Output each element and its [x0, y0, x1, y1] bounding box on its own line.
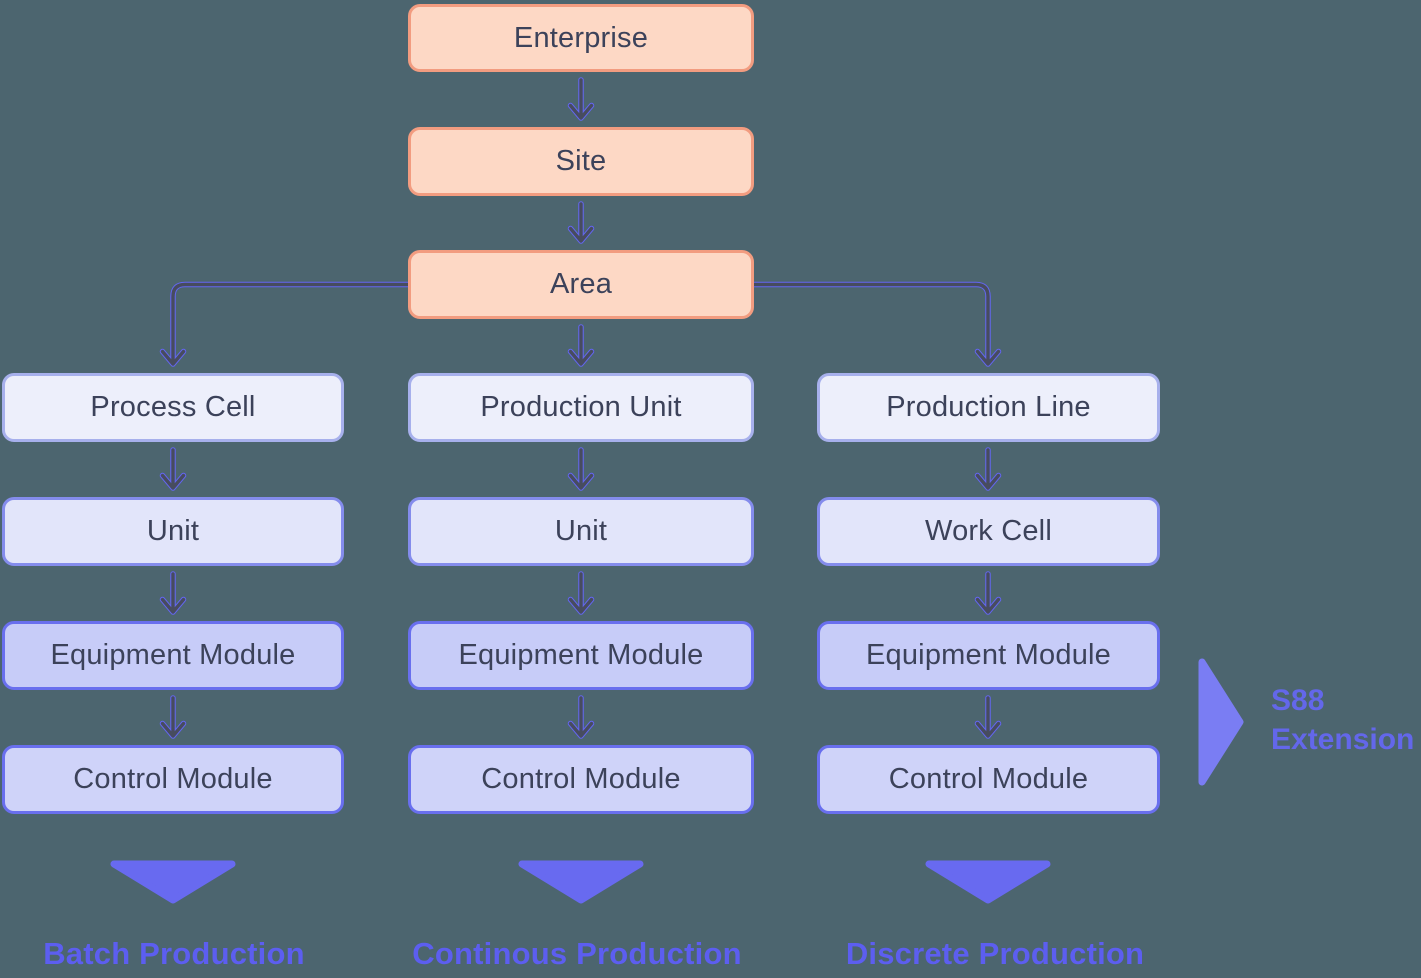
node-enterprise: Enterprise	[408, 4, 754, 72]
arrow-site-to-area	[571, 204, 592, 241]
arrow-unit-to-equipment-module-batch	[163, 574, 184, 612]
label-continuous-production: Continous Production	[412, 936, 742, 971]
batch-down-triangle-icon	[110, 860, 236, 904]
arrow-production-line-to-work-cell	[978, 450, 999, 488]
arrow-process-cell-to-unit	[163, 450, 184, 488]
s88-line2: Extension	[1271, 723, 1415, 756]
node-site: Site	[408, 127, 754, 196]
node-unit-batch: Unit	[2, 497, 344, 566]
node-equipment-module-batch: Equipment Module	[2, 621, 344, 690]
node-unit-continuous: Unit	[408, 497, 754, 566]
label-discrete-production: Discrete Production	[845, 936, 1145, 971]
node-process-cell: Process Cell	[2, 373, 344, 442]
elbow-area-to-production-line	[754, 285, 999, 365]
node-production-line: Production Line	[817, 373, 1160, 442]
label-batch-production: Batch Production	[43, 936, 305, 971]
arrow-equipment-to-control-module-discrete	[974, 695, 1002, 739]
node-equipment-module-continuous: Equipment Module	[408, 621, 754, 690]
s88-extension-triangle-icon	[1198, 658, 1244, 786]
arrow-enterprise-to-site	[571, 80, 592, 118]
node-control-module-batch: Control Module	[2, 745, 344, 814]
s88-line1: S88	[1271, 684, 1325, 717]
arrow-unit-to-equipment-module-continuous	[571, 574, 592, 612]
node-control-module-discrete: Control Module	[817, 745, 1160, 814]
continuous-down-triangle-icon	[518, 860, 644, 904]
node-work-cell: Work Cell	[817, 497, 1160, 566]
node-area: Area	[408, 250, 754, 319]
node-equipment-module-discrete: Equipment Module	[817, 621, 1160, 690]
node-production-unit: Production Unit	[408, 373, 754, 442]
arrow-work-cell-to-equipment-module	[978, 574, 999, 612]
arrow-equipment-to-control-module-continuous	[571, 698, 592, 736]
discrete-down-triangle-icon	[925, 860, 1051, 904]
arrow-production-unit-to-unit	[571, 450, 592, 488]
label-s88-extension: S88 Extension	[1271, 681, 1414, 759]
arrow-area-to-production-unit	[571, 327, 592, 364]
elbow-area-to-process-cell	[163, 285, 409, 365]
arrow-equipment-to-control-module-batch	[163, 698, 184, 736]
node-control-module-continuous: Control Module	[408, 745, 754, 814]
